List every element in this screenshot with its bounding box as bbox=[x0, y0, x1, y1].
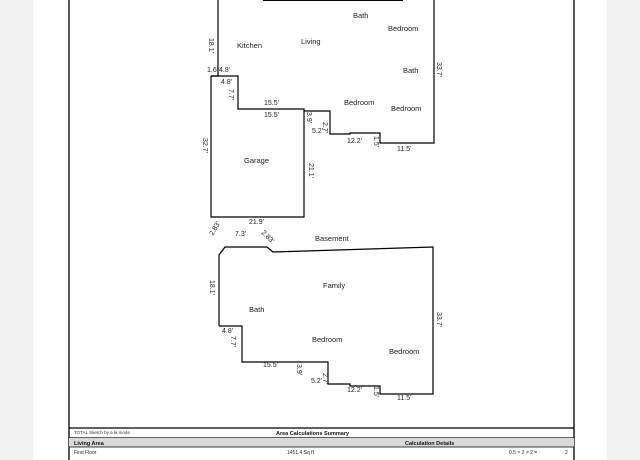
dim-5-2: 5.2' bbox=[312, 128, 323, 135]
dim-4-8-top: 4.8' bbox=[219, 67, 230, 74]
calc-line-1: 0.5 × 2 × 2 = bbox=[509, 450, 537, 456]
basement-room-bath: Bath bbox=[249, 305, 264, 314]
basement-dim-1-5: 1.5' bbox=[372, 386, 379, 397]
summary-header-band bbox=[69, 438, 574, 447]
basement-room-family: Family bbox=[323, 281, 345, 290]
dim-11-5: 11.5' bbox=[397, 146, 411, 153]
dim-7-7: 7.7' bbox=[227, 89, 234, 100]
dim-18-1: 18.1' bbox=[207, 38, 214, 53]
dim-1-6: 1.6' bbox=[207, 67, 218, 74]
dim-4-8: 4.8' bbox=[221, 79, 232, 86]
basement-dim-2-83-a: 2.83' bbox=[209, 221, 223, 237]
basement-dim-7-3: 7.3' bbox=[235, 231, 246, 238]
dim-21-1: 21.1' bbox=[307, 163, 314, 178]
dim-21-9: 21.9' bbox=[249, 219, 264, 226]
room-bedroom-3: Bedroom bbox=[391, 104, 421, 113]
room-bedroom-2: Bedroom bbox=[344, 98, 374, 107]
basement-dim-18-1: 18.1' bbox=[208, 280, 215, 295]
basement-dim-15-5: 15.5' bbox=[263, 362, 278, 369]
floor-plan-sheet: Kitchen Living Bath Bedroom Bath Bedroom… bbox=[33, 0, 607, 460]
basement-dim-5-2: 5.2' bbox=[311, 378, 322, 385]
col-living-area: Living Area bbox=[74, 441, 105, 447]
basement-dim-4-8: 4.8' bbox=[222, 328, 233, 335]
dim-2-7: 2.7' bbox=[321, 122, 328, 133]
room-bath-2: Bath bbox=[403, 66, 418, 75]
basement-room-bedroom-1: Bedroom bbox=[312, 335, 342, 344]
summary-title: Area Calculations Summary bbox=[276, 431, 350, 437]
basement-dim-2-7: 2.7' bbox=[321, 373, 328, 384]
basement-dim-12-2: 12.2' bbox=[347, 387, 362, 394]
dim-15-5-a: 15.5' bbox=[264, 100, 279, 107]
dim-12-2: 12.2' bbox=[347, 138, 362, 145]
room-garage: Garage bbox=[244, 156, 269, 165]
basement-dim-11-5: 11.5' bbox=[397, 395, 411, 402]
room-bath-1: Bath bbox=[353, 11, 368, 20]
col-calculation-details: Calculation Details bbox=[405, 441, 454, 447]
floor-plan-drawing: Kitchen Living Bath Bedroom Bath Bedroom… bbox=[68, 0, 575, 460]
basement-dim-3-9: 3.9' bbox=[295, 364, 302, 375]
basement-outline bbox=[218, 246, 434, 395]
room-bedroom-1: Bedroom bbox=[388, 24, 418, 33]
upper-floor-inner-wall bbox=[218, 75, 305, 111]
basement-room-bedroom-2: Bedroom bbox=[389, 347, 419, 356]
basement-title: Basement bbox=[315, 234, 350, 243]
calc-value-1: 2 bbox=[565, 450, 568, 456]
dim-1-5: 1.5' bbox=[372, 136, 379, 147]
sketch-note: TOTAL Sketch by a la mode bbox=[74, 430, 130, 435]
row-first-floor-area: 1451.4 Sq ft bbox=[287, 450, 315, 456]
basement-dim-7-7: 7.7' bbox=[229, 336, 236, 347]
row-first-floor-label: First Floor bbox=[74, 450, 97, 456]
basement-dim-33-7: 33.7' bbox=[435, 312, 442, 327]
dim-33-7: 33.7' bbox=[435, 62, 442, 77]
basement-dim-2-83-b: 2.83' bbox=[260, 229, 276, 245]
dim-32-7: 32.7' bbox=[201, 138, 208, 153]
dim-15-5-b: 15.5' bbox=[264, 112, 279, 119]
room-kitchen: Kitchen bbox=[237, 41, 262, 50]
room-living: Living bbox=[301, 37, 321, 46]
dim-3-9: 3.9' bbox=[305, 112, 312, 123]
